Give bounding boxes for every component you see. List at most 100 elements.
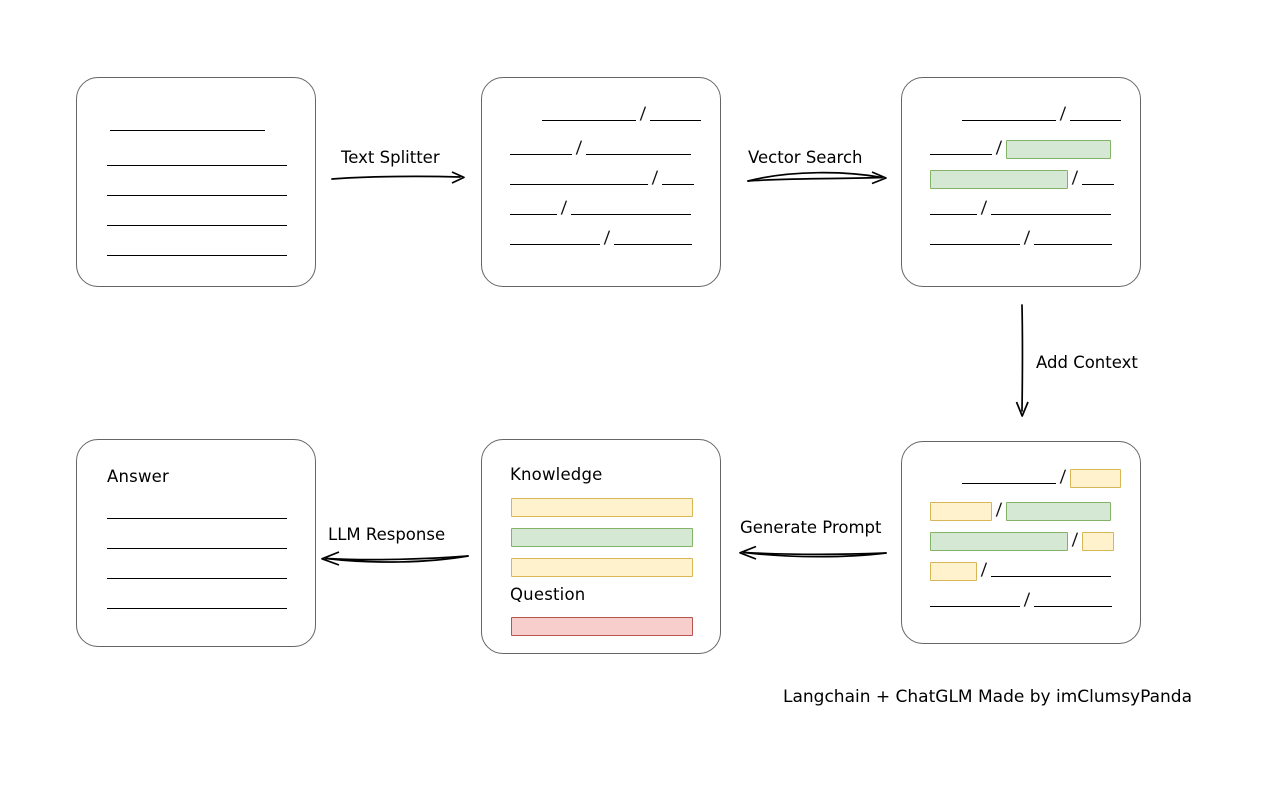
chunk-segment xyxy=(649,109,701,121)
chunk-segment xyxy=(542,109,636,121)
question-label: Question xyxy=(510,585,586,604)
knowledge-bar xyxy=(511,558,693,577)
chunk-separator: / xyxy=(639,103,647,124)
chunk-segment xyxy=(930,233,1020,245)
chunk-separator: / xyxy=(1023,589,1031,610)
chunk-segment xyxy=(962,472,1056,484)
document-row xyxy=(110,114,265,136)
chunk-row: / xyxy=(930,500,1111,522)
arrow-generate-prompt xyxy=(739,545,887,560)
chunk-segment xyxy=(990,203,1111,215)
chunk-row: / xyxy=(930,590,1112,612)
context-chunk-highlight xyxy=(930,561,977,581)
chunk-segment xyxy=(962,109,1056,121)
chunk-row: / xyxy=(930,228,1112,250)
arrow-label-vector-search: Vector Search xyxy=(748,148,863,167)
knowledge-label: Knowledge xyxy=(510,465,603,484)
arrow-label-generate-prompt: Generate Prompt xyxy=(740,518,882,537)
text-line xyxy=(107,154,287,166)
chunk-segment xyxy=(930,143,992,155)
chunk-segment xyxy=(930,595,1020,607)
chunk-row: / xyxy=(542,104,701,126)
chunk-separator: / xyxy=(575,137,583,158)
document-row xyxy=(107,239,287,261)
matched-chunk-highlight xyxy=(1005,501,1111,521)
node-answer: Answer xyxy=(76,439,316,647)
node-source-document xyxy=(76,77,316,287)
chunk-separator: / xyxy=(651,167,659,188)
answer-line xyxy=(107,578,287,579)
arrow-llm-response xyxy=(321,551,469,566)
arrow-label-add-context: Add Context xyxy=(1036,353,1138,372)
chunk-segment xyxy=(1033,233,1112,245)
context-chunk-highlight xyxy=(1081,531,1114,551)
context-chunk-highlight xyxy=(930,501,992,521)
matched-chunks-rows: / / / / / xyxy=(902,78,1140,286)
knowledge-bar xyxy=(511,528,693,547)
chunk-segment xyxy=(585,143,691,155)
chunk-separator: / xyxy=(980,197,988,218)
chunk-row: / xyxy=(510,138,691,160)
matched-chunk-highlight xyxy=(1005,139,1111,159)
question-bar xyxy=(511,617,693,636)
node-prompt: Knowledge Question xyxy=(481,439,721,654)
document-row xyxy=(107,149,287,171)
answer-line xyxy=(107,548,287,549)
document-row xyxy=(107,179,287,201)
chunk-segment xyxy=(1069,109,1121,121)
context-chunk-highlight xyxy=(1069,468,1121,488)
context-chunks-rows: / / / / / xyxy=(902,442,1140,643)
chunk-row: / xyxy=(930,560,1111,582)
chunk-separator: / xyxy=(995,137,1003,158)
chunk-row: / xyxy=(930,530,1114,552)
chunk-separator: / xyxy=(1023,227,1031,248)
source-document-rows xyxy=(77,78,315,286)
arrow-vector-search xyxy=(747,171,887,185)
chunk-separator: / xyxy=(995,499,1003,520)
chunk-separator: / xyxy=(603,227,611,248)
chunk-segment xyxy=(661,173,694,185)
matched-chunk-highlight xyxy=(930,169,1068,189)
answer-line xyxy=(107,518,287,519)
chunk-separator: / xyxy=(1071,529,1079,550)
diagram-caption: Langchain + ChatGLM Made by imClumsyPand… xyxy=(783,687,1192,707)
chunk-segment xyxy=(570,203,691,215)
chunk-row: / xyxy=(930,168,1114,190)
text-line xyxy=(107,184,287,196)
knowledge-bar xyxy=(511,498,693,517)
chunk-segment xyxy=(510,203,557,215)
chunk-segment xyxy=(1081,173,1114,185)
chunk-segment xyxy=(510,173,648,185)
node-matched-chunks: / / / / / xyxy=(901,77,1141,287)
answer-label: Answer xyxy=(107,467,169,486)
text-line xyxy=(107,244,287,256)
chunk-segment xyxy=(930,203,977,215)
arrow-label-text-splitter: Text Splitter xyxy=(341,148,440,167)
chunk-separator: / xyxy=(1059,466,1067,487)
arrow-text-splitter xyxy=(331,171,465,184)
chunk-segment xyxy=(510,233,600,245)
chunk-row: / xyxy=(962,104,1121,126)
node-context-chunks: / / / / / xyxy=(901,441,1141,644)
text-line xyxy=(107,214,287,226)
chunk-row: / xyxy=(510,198,691,220)
chunk-row: / xyxy=(510,228,692,250)
chunk-row: / xyxy=(510,168,694,190)
split-chunks-rows: / / / / / xyxy=(482,78,720,286)
arrow-add-context xyxy=(1015,304,1029,417)
chunk-row: / xyxy=(930,138,1111,160)
document-row xyxy=(107,209,287,231)
node-split-chunks: / / / / / xyxy=(481,77,721,287)
chunk-row: / xyxy=(930,198,1111,220)
answer-line xyxy=(107,608,287,609)
chunk-segment xyxy=(990,565,1111,577)
chunk-segment xyxy=(613,233,692,245)
chunk-separator: / xyxy=(560,197,568,218)
chunk-separator: / xyxy=(980,559,988,580)
arrow-label-llm-response: LLM Response xyxy=(328,525,446,544)
chunk-segment xyxy=(510,143,572,155)
chunk-segment xyxy=(1033,595,1112,607)
chunk-row: / xyxy=(962,467,1121,489)
chunk-separator: / xyxy=(1059,103,1067,124)
